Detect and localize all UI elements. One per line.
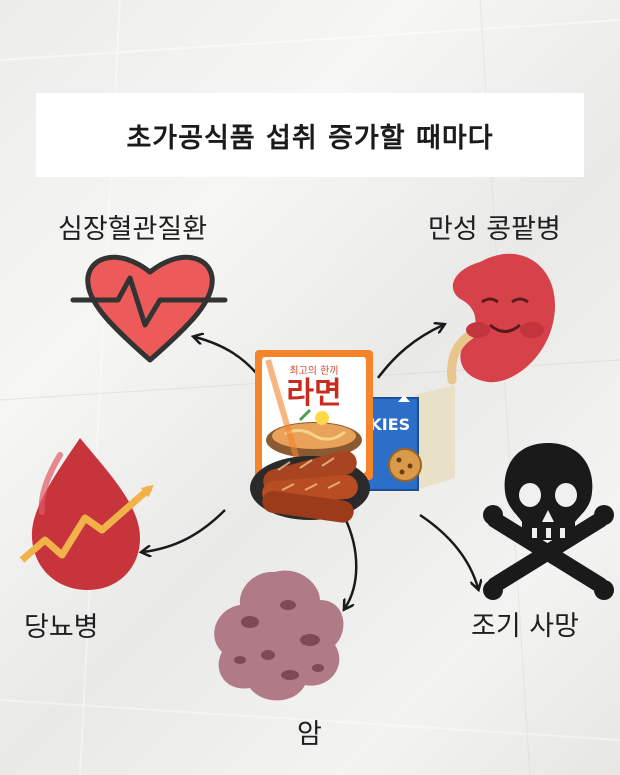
- blood-sugar-icon: [19, 438, 154, 590]
- heart-icon: [70, 254, 228, 363]
- label-cancer: 암: [297, 719, 322, 750]
- arrow-to-diabetes: [143, 509, 226, 552]
- arrow-to-cancer: [345, 517, 358, 608]
- label-heart-disease: 심장혈관질환: [58, 214, 208, 245]
- arrow-to-death: [419, 513, 478, 588]
- ramen-package-icon: 최고의 한끼 라면: [255, 350, 373, 480]
- ramen-tagline: 최고의 한끼: [289, 365, 338, 377]
- label-kidney-disease: 만성 콩팥병: [428, 214, 561, 245]
- cancer-cell-icon: [214, 570, 344, 701]
- skull-crossbones-icon: [483, 443, 614, 600]
- label-diabetes: 당뇨병: [24, 612, 99, 643]
- title: 초가공식품 섭취 증가할 때마다: [126, 122, 494, 154]
- arrow-to-kidney: [376, 325, 443, 379]
- ramen-name: 라면: [286, 376, 341, 411]
- label-early-death: 조기 사망: [471, 611, 579, 642]
- sausage-plate-icon: [250, 450, 370, 523]
- title-banner: 초가공식품 섭취 증가할 때마다: [36, 93, 584, 177]
- kidney-icon: [447, 253, 555, 385]
- arrow-to-heart: [195, 337, 263, 381]
